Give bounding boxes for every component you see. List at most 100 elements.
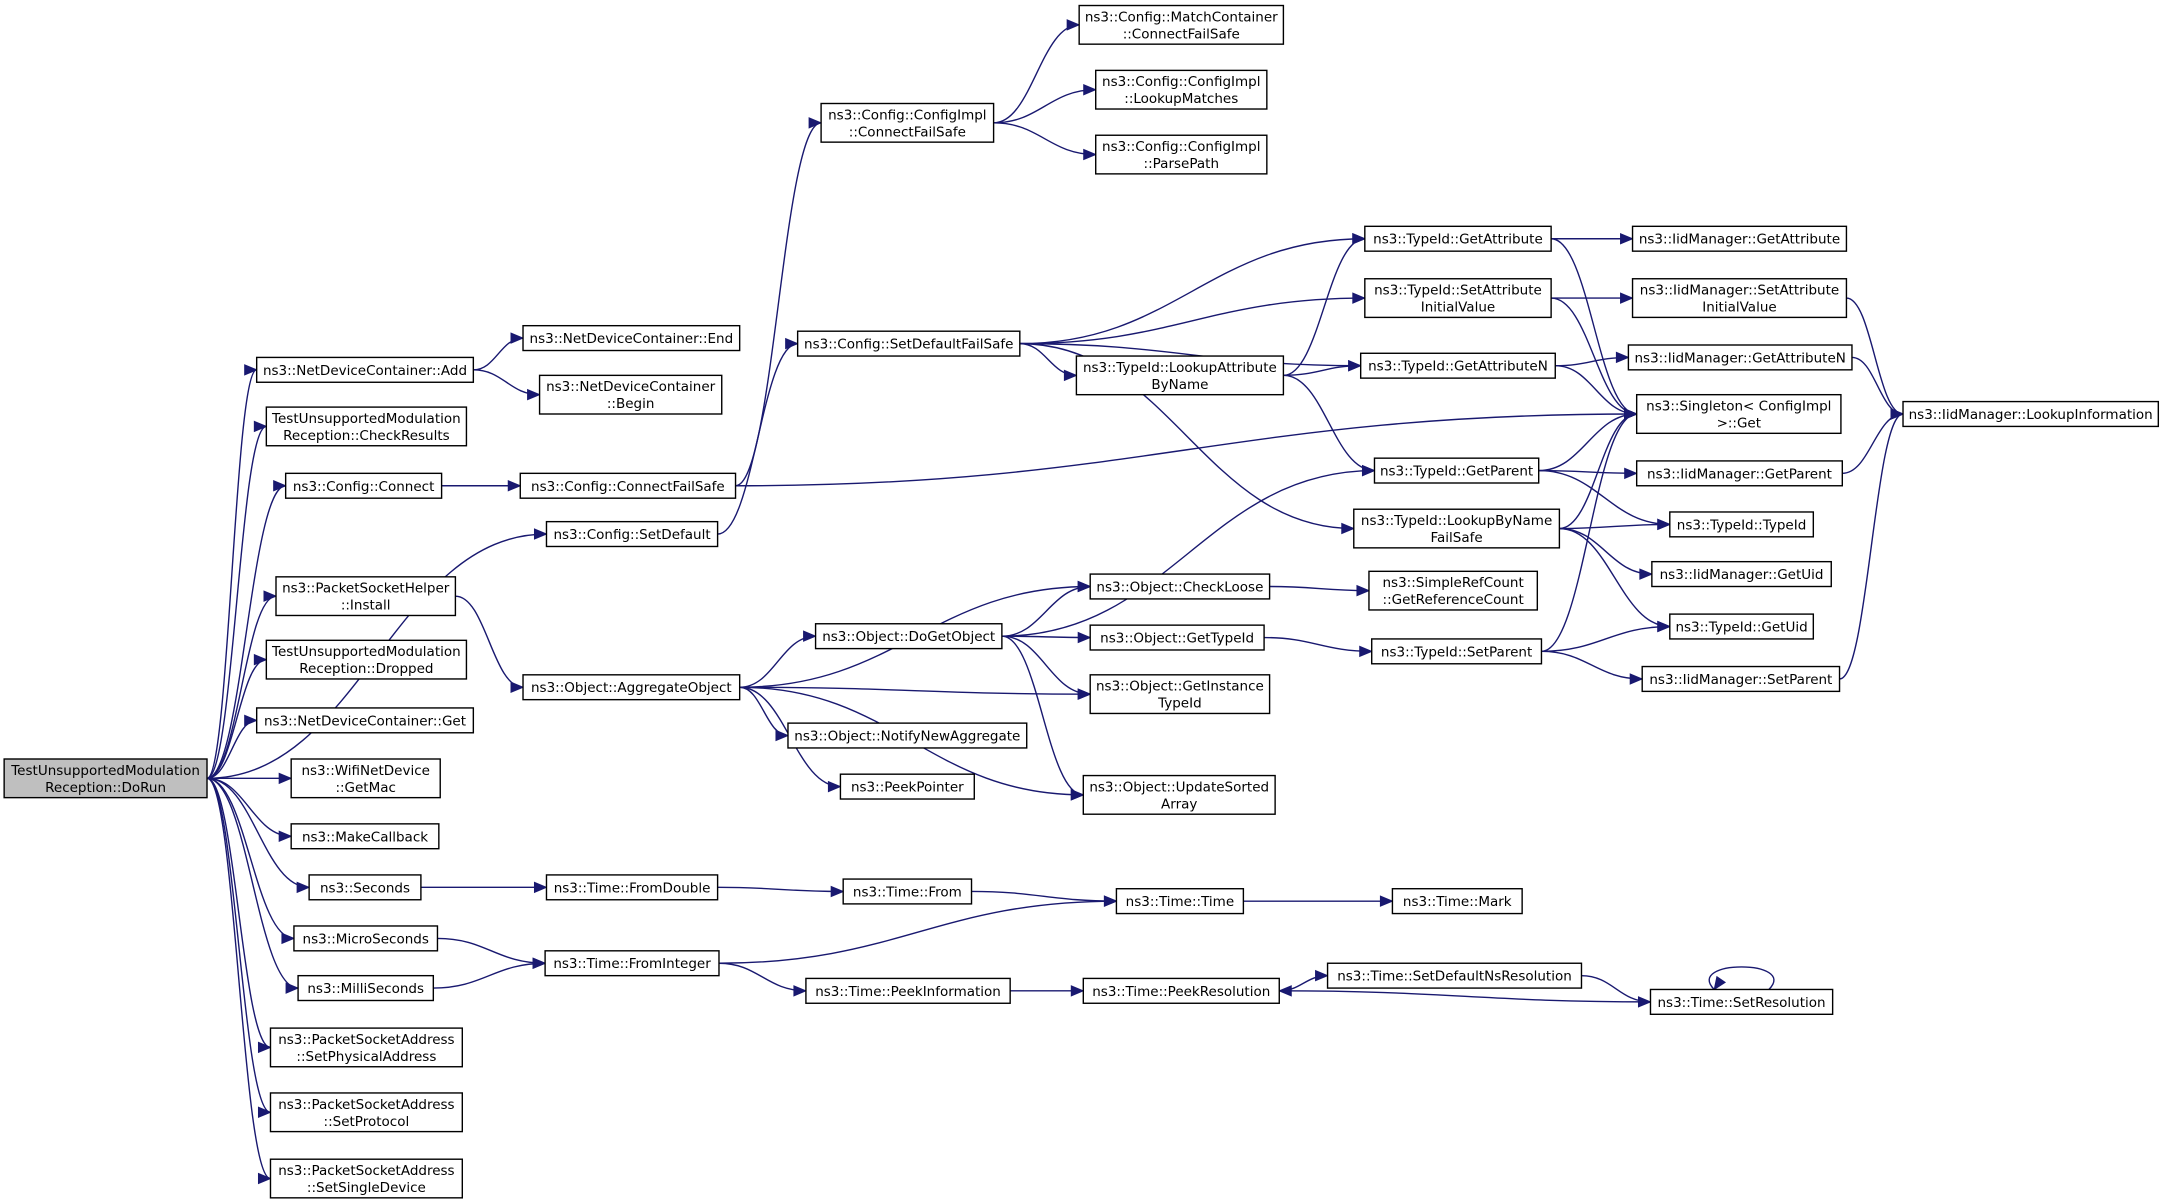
node-label-line: ns3::TypeId::LookupAttribute xyxy=(1083,360,1277,376)
edge-arrowhead xyxy=(1070,789,1085,801)
node-time-from[interactable]: ns3::Time::From xyxy=(842,878,973,905)
node-check-results[interactable]: TestUnsupportedModulationReception::Chec… xyxy=(265,406,468,447)
node-iid-getattribute[interactable]: ns3::IidManager::GetAttribute xyxy=(1631,225,1848,252)
edge-tid_setparent-to-iid_setparent xyxy=(1541,650,1644,685)
node-obj-notifynewagg[interactable]: ns3::Object::NotifyNewAggregate xyxy=(787,722,1028,749)
node-obj-gettypeid[interactable]: ns3::Object::GetTypeId xyxy=(1089,624,1265,651)
node-label-line: ns3::TypeId::GetParent xyxy=(1380,464,1533,480)
edge-tid_getattribute-to-singleton_get xyxy=(1551,238,1638,420)
node-obj-aggregate[interactable]: ns3::Object::AggregateObject xyxy=(522,674,741,701)
node-cfgimpl-connectfailsafe[interactable]: ns3::Config::ConfigImpl::ConnectFailSafe xyxy=(820,102,995,143)
node-ndc-add[interactable]: ns3::NetDeviceContainer::Add xyxy=(255,356,475,383)
node-psa-setphys[interactable]: ns3::PacketSocketAddress::SetPhysicalAdd… xyxy=(269,1027,464,1068)
node-label-line: InitialValue xyxy=(1702,300,1776,316)
edge-cfgimpl_connectfailsafe-to-mc_connectfailsafe xyxy=(993,19,1081,124)
node-mc-connectfailsafe[interactable]: ns3::Config::MatchContainer::ConnectFail… xyxy=(1078,4,1285,45)
node-tid-setparent[interactable]: ns3::TypeId::SetParent xyxy=(1371,638,1543,665)
node-ndc-begin[interactable]: ns3::NetDeviceContainer::Begin xyxy=(538,374,723,415)
node-ndc-end[interactable]: ns3::NetDeviceContainer::End xyxy=(522,324,741,352)
edge-arrowhead xyxy=(281,932,296,945)
node-time-frominteger[interactable]: ns3::Time::FromInteger xyxy=(544,950,720,977)
node-microseconds[interactable]: ns3::MicroSeconds xyxy=(293,925,439,952)
node-singleton-get[interactable]: ns3::Singleton< ConfigImpl>::Get xyxy=(1635,393,1842,435)
node-root[interactable]: TestUnsupportedModulationReception::DoRu… xyxy=(3,758,208,799)
node-iid-getattributen[interactable]: ns3::IidManager::GetAttributeN xyxy=(1627,344,1853,371)
node-time-setres[interactable]: ns3::Time::SetResolution xyxy=(1649,988,1834,1016)
node-label-line: ns3::Object::GetInstance xyxy=(1096,679,1264,695)
node-cfgimpl-lookup[interactable]: ns3::Config::ConfigImpl::LookupMatches xyxy=(1095,69,1268,110)
node-tid-getuid[interactable]: ns3::TypeId::GetUid xyxy=(1669,613,1815,640)
node-cfgimpl-parse[interactable]: ns3::Config::ConfigImpl::ParsePath xyxy=(1095,134,1268,175)
node-time-fromdouble[interactable]: ns3::Time::FromDouble xyxy=(545,874,719,901)
node-cfg-connectfailsafe[interactable]: ns3::Config::ConnectFailSafe xyxy=(519,472,737,499)
edge-root-to-microseconds xyxy=(206,777,296,945)
edge-tid_getattribute-to-iid_getattribute xyxy=(1551,232,1634,245)
edge-root-to-psa_setsingle xyxy=(206,777,272,1185)
edge-arrowhead xyxy=(257,1172,272,1185)
node-cfg-setdefault[interactable]: ns3::Config::SetDefault xyxy=(545,520,719,548)
node-make-callback[interactable]: ns3::MakeCallback xyxy=(290,823,440,850)
node-psa-setproto[interactable]: ns3::PacketSocketAddress::SetProtocol xyxy=(269,1092,464,1133)
node-iid-setattrinit[interactable]: ns3::IidManager::SetAttributeInitialValu… xyxy=(1631,278,1848,319)
node-psa-setsingle[interactable]: ns3::PacketSocketAddress::SetSingleDevic… xyxy=(269,1158,464,1199)
node-cfg-setdefaultfailsafe[interactable]: ns3::Config::SetDefaultFailSafe xyxy=(796,330,1021,357)
edge-arrowhead xyxy=(1103,895,1118,907)
node-ndc-get[interactable]: ns3::NetDeviceContainer::Get xyxy=(255,707,475,734)
node-peekpointer[interactable]: ns3::PeekPointer xyxy=(839,773,975,800)
edge-cfgimpl_connectfailsafe-to-cfgimpl_parse xyxy=(993,122,1098,161)
edge-arrowhead xyxy=(1277,985,1292,997)
node-label-line: ns3::NetDeviceContainer xyxy=(546,379,716,395)
edge-obj_dogetobject-to-obj_checkloose xyxy=(1001,580,1092,637)
node-tid-getattribute[interactable]: ns3::TypeId::GetAttribute xyxy=(1364,225,1552,252)
node-iid-getparent[interactable]: ns3::IidManager::GetParent xyxy=(1635,460,1844,487)
node-label-line: InitialValue xyxy=(1421,300,1495,316)
node-label-line: ns3::Object::AggregateObject xyxy=(531,680,732,696)
edge-obj_aggregate-to-obj_notifynewagg xyxy=(739,686,790,742)
node-label-line: ns3::TypeId::SetParent xyxy=(1381,644,1532,660)
edge-cfg_setdefaultfailsafe-to-tid_getattribute xyxy=(1019,232,1367,345)
node-milliseconds[interactable]: ns3::MilliSeconds xyxy=(297,974,435,1002)
node-wifi-getmac[interactable]: ns3::WifiNetDevice::GetMac xyxy=(290,758,441,799)
node-srefcount-get[interactable]: ns3::SimpleRefCount::GetReferenceCount xyxy=(1368,570,1539,611)
node-time-setdefaultns[interactable]: ns3::Time::SetDefaultNsResolution xyxy=(1326,962,1583,989)
edge-obj_dogetobject-to-obj_getinstancetid xyxy=(1001,635,1092,700)
node-label-line: ns3::TypeId::SetAttribute xyxy=(1374,283,1542,299)
edge-iid_setparent-to-iid_lookupinfo xyxy=(1839,408,1905,680)
edge-root-to-milliseconds xyxy=(206,777,300,994)
edge-tid_lookupattr-to-tid_getattribute xyxy=(1283,232,1367,377)
node-label-line: ::SetProtocol xyxy=(324,1114,410,1130)
node-tid-typeid[interactable]: ns3::TypeId::TypeId xyxy=(1669,511,1815,538)
edge-root-to-wifi_getmac xyxy=(207,772,293,785)
edge-cfgimpl_connectfailsafe-to-cfgimpl_lookup xyxy=(993,83,1098,124)
node-dropped[interactable]: TestUnsupportedModulationReception::Drop… xyxy=(265,639,468,680)
node-psh-install[interactable]: ns3::PacketSocketHelper::Install xyxy=(275,576,457,617)
node-obj-dogetobject[interactable]: ns3::Object::DoGetObject xyxy=(814,623,1003,650)
node-obj-checkloose[interactable]: ns3::Object::CheckLoose xyxy=(1089,573,1271,600)
node-time-mark[interactable]: ns3::Time::Mark xyxy=(1391,888,1523,915)
node-label-line: ns3::Config::ConfigImpl xyxy=(828,107,986,123)
node-time-peekinfo[interactable]: ns3::Time::PeekInformation xyxy=(805,977,1011,1004)
node-label-line: Array xyxy=(1161,796,1197,812)
edge-arrowhead xyxy=(1359,645,1374,658)
edge-arrowhead xyxy=(1379,895,1394,907)
node-time-peekres[interactable]: ns3::Time::PeekResolution xyxy=(1082,977,1280,1004)
node-label-line: ns3::Object::DoGetObject xyxy=(822,629,995,645)
node-time-time[interactable]: ns3::Time::Time xyxy=(1115,888,1245,915)
node-cfg-connect[interactable]: ns3::Config::Connect xyxy=(284,472,443,499)
edge-time_time-to-time_mark xyxy=(1243,895,1394,907)
edge-arrowhead xyxy=(1615,351,1630,364)
edge-ndc_add-to-ndc_begin xyxy=(473,369,541,401)
node-tid-getparent[interactable]: ns3::TypeId::GetParent xyxy=(1373,457,1540,484)
node-seconds[interactable]: ns3::Seconds xyxy=(308,874,422,901)
node-iid-lookupinfo[interactable]: ns3::IidManager::LookupInformation xyxy=(1902,400,2160,428)
node-iid-setparent[interactable]: ns3::IidManager::SetParent xyxy=(1641,665,1841,693)
node-tid-getattributen[interactable]: ns3::TypeId::GetAttributeN xyxy=(1359,352,1556,379)
node-iid-getuid[interactable]: ns3::IidManager::GetUid xyxy=(1651,560,1832,588)
edge-arrowhead xyxy=(253,653,268,666)
node-label-line: ns3::Config::Connect xyxy=(293,479,435,495)
